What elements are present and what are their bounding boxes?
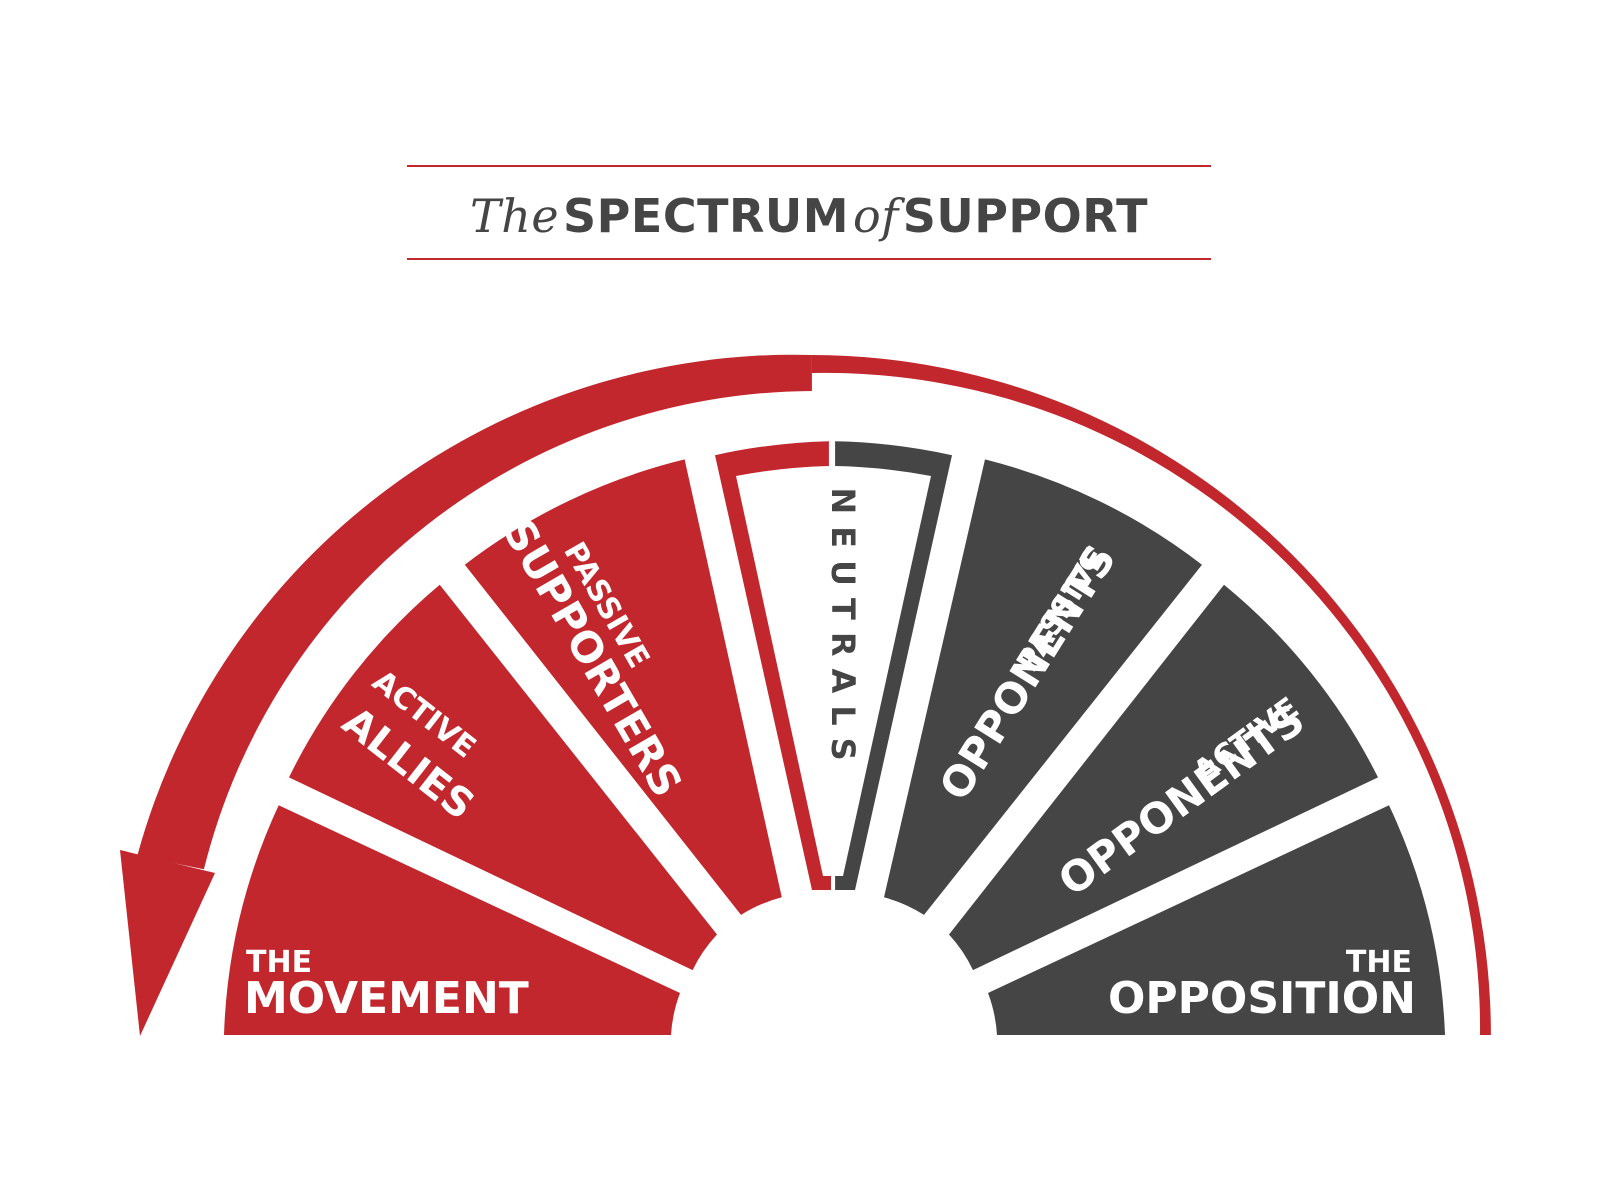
title-word-support: SUPPORT	[902, 189, 1148, 243]
wedge-active-opponents	[949, 584, 1378, 971]
label-the-opposition-top: THE	[1346, 945, 1412, 980]
title-connector: of	[853, 189, 899, 243]
wedge-neutrals-left-band	[715, 441, 831, 890]
title-bottom-rule	[407, 258, 1211, 260]
wedge-the-opposition	[988, 805, 1445, 1035]
segment-active-allies: ACTIVE ALLIES	[289, 584, 717, 971]
segment-neutrals: NEUTRALS	[715, 441, 952, 890]
segment-the-opposition: THE OPPOSITION	[988, 805, 1445, 1035]
title-prefix: The	[470, 189, 560, 243]
segment-the-movement: THE MOVEMENT	[224, 805, 680, 1035]
wedge-neutrals-right-band	[835, 441, 952, 890]
title-top-rule	[407, 165, 1211, 167]
wedge-active-allies	[289, 584, 717, 971]
wedge-passive-opponents	[884, 459, 1202, 915]
label-the-opposition-bottom: OPPOSITION	[1108, 973, 1416, 1024]
wedge-the-movement	[224, 805, 680, 1035]
segment-passive-supporters: PASSIVE SUPPORTERS	[464, 459, 782, 915]
title-word-spectrum: SPECTRUM	[563, 189, 849, 243]
label-neutrals: NEUTRALS	[824, 487, 862, 772]
page-title: The SPECTRUM of SUPPORT	[407, 176, 1211, 256]
arrow-head-left	[120, 850, 215, 1036]
label-the-movement-bottom: MOVEMENT	[244, 973, 529, 1024]
label-the-movement-top: THE	[246, 945, 312, 980]
wedge-passive-supporters	[464, 459, 782, 915]
arrow-arc-left	[137, 354, 812, 870]
